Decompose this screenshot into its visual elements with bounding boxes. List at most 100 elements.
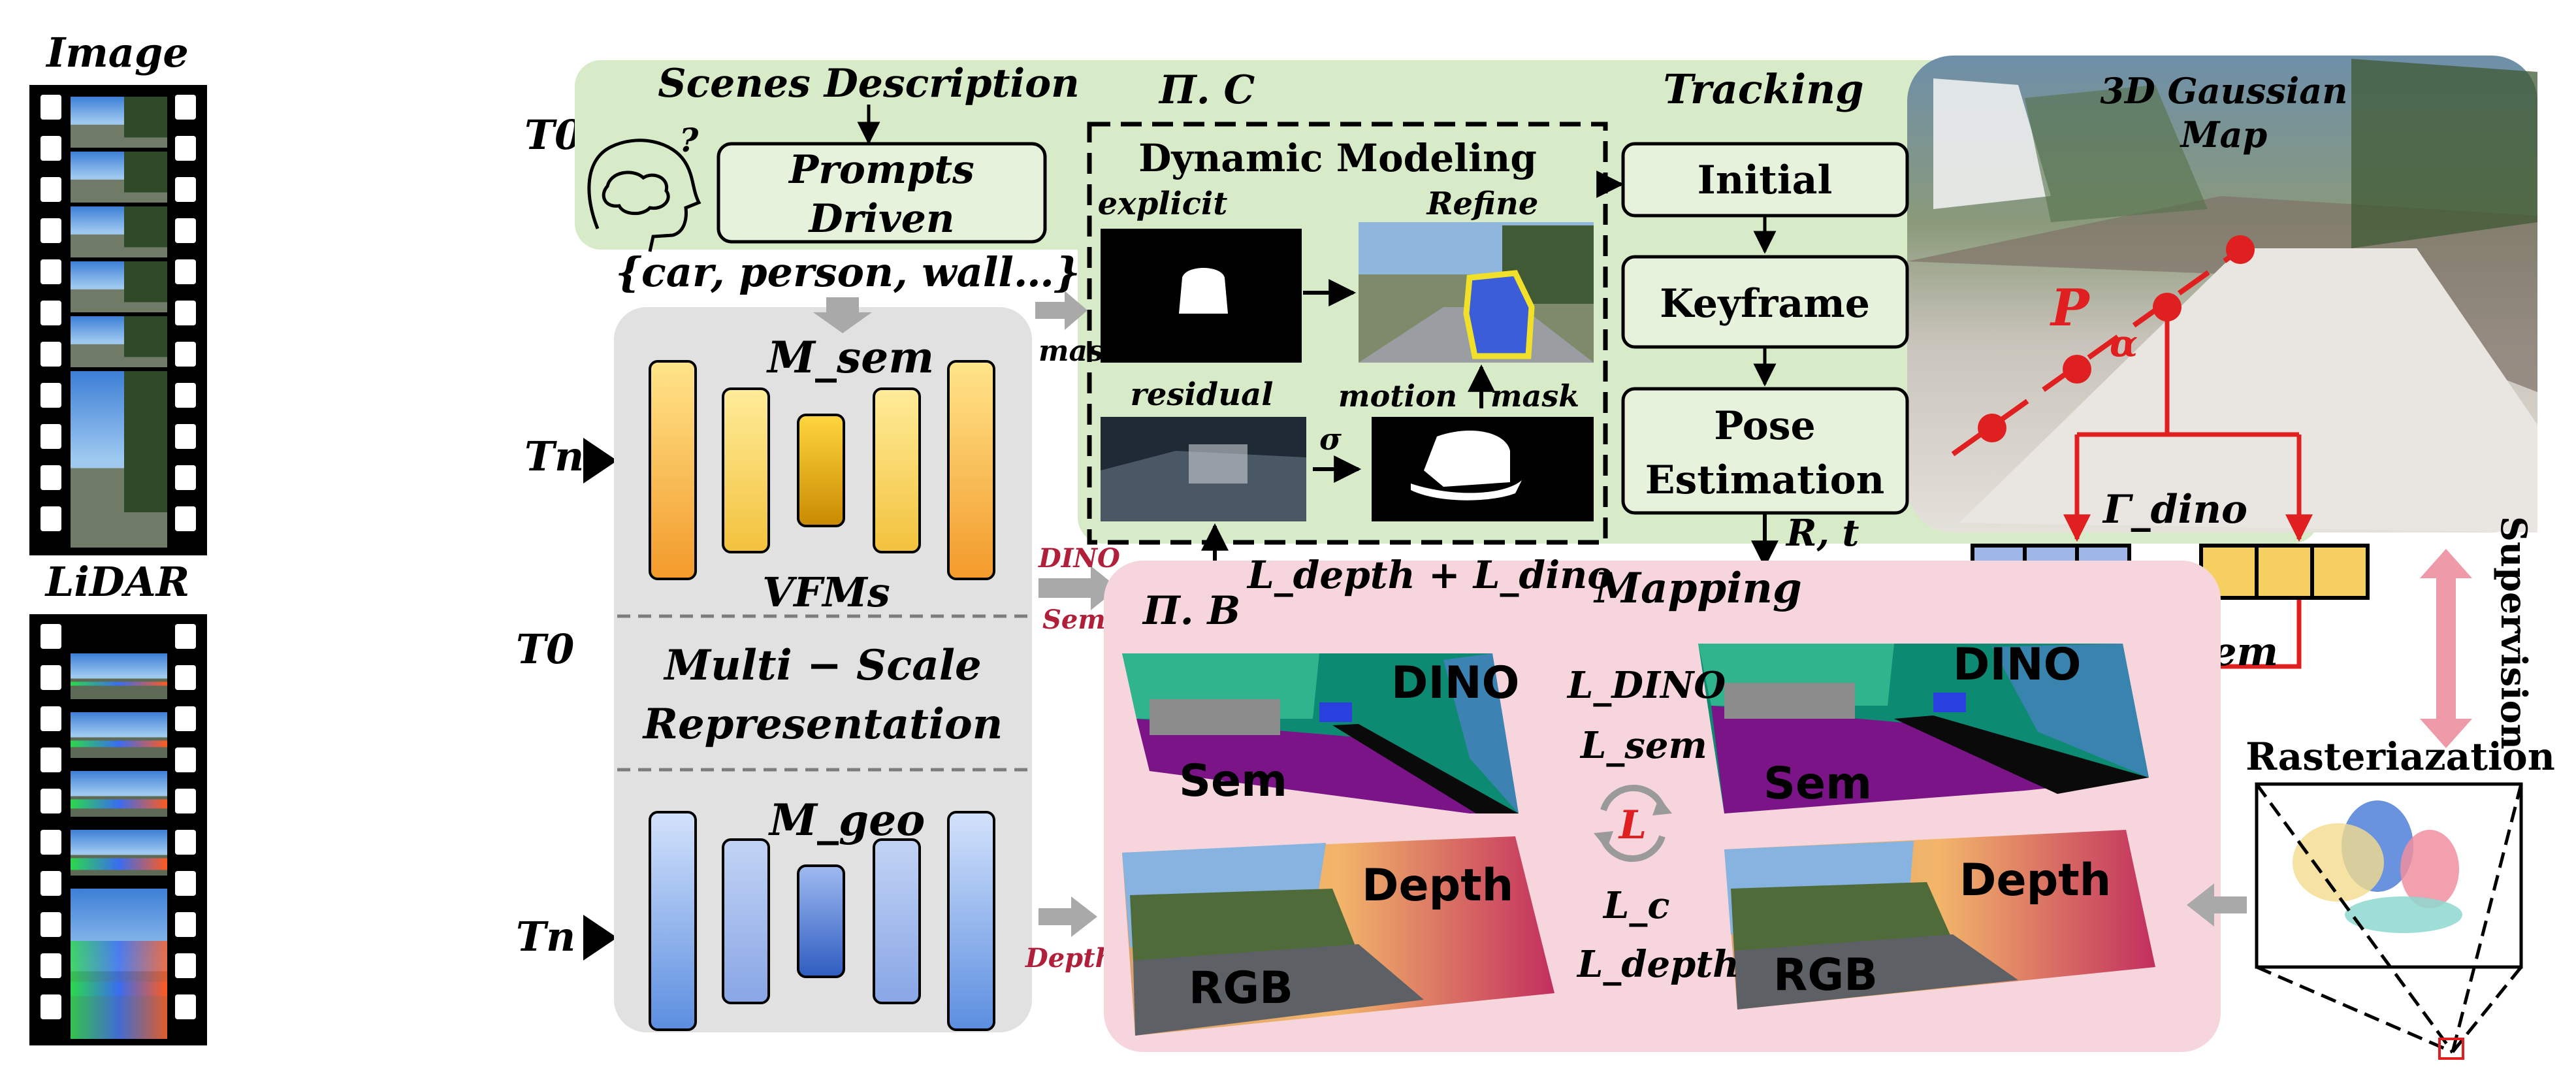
film-hole bbox=[40, 747, 61, 772]
film-hole bbox=[175, 136, 196, 161]
time-label-tn-top: Tn bbox=[524, 433, 617, 484]
mapping-title: Mapping bbox=[1593, 564, 1801, 613]
lidar-frame bbox=[71, 712, 167, 758]
film-hole bbox=[175, 624, 196, 649]
film-hole bbox=[40, 342, 61, 367]
dino-sem-arrow-icon bbox=[1038, 566, 1118, 610]
m-sem-label: M_sem bbox=[766, 332, 934, 383]
head-thinking-icon bbox=[587, 139, 701, 252]
lidar-film-strip bbox=[29, 614, 207, 1045]
motion-mask-image bbox=[1372, 417, 1594, 521]
gaussian-point bbox=[1978, 414, 2006, 442]
gaussian-point bbox=[2063, 355, 2091, 384]
lidar-title: LiDAR bbox=[44, 558, 190, 606]
film-hole bbox=[175, 342, 196, 367]
render-dino-sem-left bbox=[1122, 653, 1519, 813]
section-pi-c: Π. C bbox=[1158, 67, 1255, 113]
keyframe-label: Keyframe bbox=[1660, 281, 1870, 327]
film-hole bbox=[175, 177, 196, 202]
film-hole bbox=[40, 706, 61, 731]
gamma-dino-label: Γ_dino bbox=[2102, 487, 2247, 533]
film-hole bbox=[40, 259, 61, 284]
residual-label: residual bbox=[1131, 376, 1274, 413]
film-hole bbox=[175, 912, 196, 937]
film-hole bbox=[40, 383, 61, 408]
image-frame bbox=[71, 97, 167, 148]
right-dino-label: DINO bbox=[1953, 639, 2081, 691]
time-label-tn-bottom: Tn bbox=[516, 913, 617, 960]
refine-label: Refine bbox=[1426, 186, 1539, 222]
play-triangle-icon bbox=[583, 438, 617, 484]
film-hole bbox=[175, 953, 196, 978]
left-depth-label: Depth bbox=[1362, 860, 1513, 911]
image-film-strip bbox=[29, 85, 207, 555]
rasterization-label: Rasteriazation bbox=[2246, 734, 2555, 779]
category-list: {car, person, wall…} bbox=[615, 248, 1080, 296]
section-pi-b: Π. B bbox=[1142, 588, 1240, 634]
refine-image bbox=[1359, 222, 1594, 363]
film-hole bbox=[40, 177, 61, 202]
motion-label: motion bbox=[1338, 378, 1457, 414]
dynamic-modeling-box bbox=[1087, 122, 1608, 545]
film-hole bbox=[40, 830, 61, 855]
film-hole bbox=[40, 218, 61, 243]
tn-label-lidar: Tn bbox=[516, 913, 575, 960]
down-arrow-icon bbox=[813, 297, 872, 333]
vfm-panel bbox=[614, 307, 1032, 1032]
image-frame bbox=[71, 261, 167, 312]
tracking-initial-box: Initial bbox=[1621, 142, 1909, 218]
gaussian-map-image bbox=[1907, 56, 2537, 533]
film-hole bbox=[40, 789, 61, 813]
film-hole bbox=[175, 301, 196, 325]
supervision-arrow-icon bbox=[2420, 549, 2472, 748]
prompts-line2: Driven bbox=[807, 196, 954, 242]
lidar-frame bbox=[71, 830, 167, 876]
m-geo-bars bbox=[649, 811, 995, 1031]
film-hole bbox=[175, 789, 196, 813]
p-label: P bbox=[2050, 278, 2091, 338]
tracking-keyframe-box: Keyframe bbox=[1621, 255, 1909, 349]
scenes-title: Scenes Description bbox=[658, 61, 1080, 107]
lidar-frame bbox=[71, 889, 167, 1039]
film-hole bbox=[175, 424, 196, 449]
left-rgb-label: RGB bbox=[1189, 962, 1293, 1014]
film-hole bbox=[40, 301, 61, 325]
film-hole bbox=[175, 506, 196, 531]
mask-arrow-icon bbox=[1035, 291, 1087, 330]
render-dino-sem-right bbox=[1698, 644, 2149, 813]
prompts-driven-box: Prompts Driven bbox=[716, 142, 1047, 244]
loss-depth-label: L_depth bbox=[1576, 943, 1739, 986]
left-dino-label: DINO bbox=[1391, 657, 1519, 709]
loss-center-label: L bbox=[1618, 802, 1647, 848]
film-hole bbox=[40, 953, 61, 978]
image-frame bbox=[71, 152, 167, 203]
film-hole bbox=[40, 95, 61, 120]
r-t-label: R, t bbox=[1785, 512, 1860, 555]
film-hole bbox=[175, 383, 196, 408]
left-sem-label: Sem bbox=[1179, 755, 1287, 807]
right-depth-label: Depth bbox=[1959, 855, 2111, 906]
right-rgb-label: RGB bbox=[1773, 949, 1878, 1001]
alpha-label: α bbox=[2110, 322, 2138, 365]
image-frame bbox=[71, 206, 167, 257]
loss-cycle-icon bbox=[1594, 784, 1672, 862]
query-mark: ? bbox=[679, 121, 699, 159]
t0-label-lidar: T0 bbox=[516, 625, 574, 673]
film-hole bbox=[175, 747, 196, 772]
film-hole bbox=[40, 136, 61, 161]
m-geo-label: M_geo bbox=[768, 795, 925, 845]
film-hole bbox=[40, 994, 61, 1019]
film-hole bbox=[40, 506, 61, 531]
render-rgb-depth-left bbox=[1122, 836, 1554, 1036]
rasterization-frustum bbox=[2255, 782, 2523, 1060]
sem-arrow-label: Sem bbox=[1042, 604, 1106, 635]
film-hole bbox=[175, 706, 196, 731]
film-hole bbox=[40, 665, 61, 690]
pose-line1: Pose bbox=[1714, 403, 1815, 449]
explicit-label: explicit bbox=[1098, 186, 1228, 222]
film-hole bbox=[175, 95, 196, 120]
play-triangle-icon bbox=[583, 915, 617, 960]
image-frame bbox=[71, 316, 167, 367]
loss-sem-label: L_sem bbox=[1579, 724, 1707, 767]
film-hole bbox=[175, 465, 196, 490]
